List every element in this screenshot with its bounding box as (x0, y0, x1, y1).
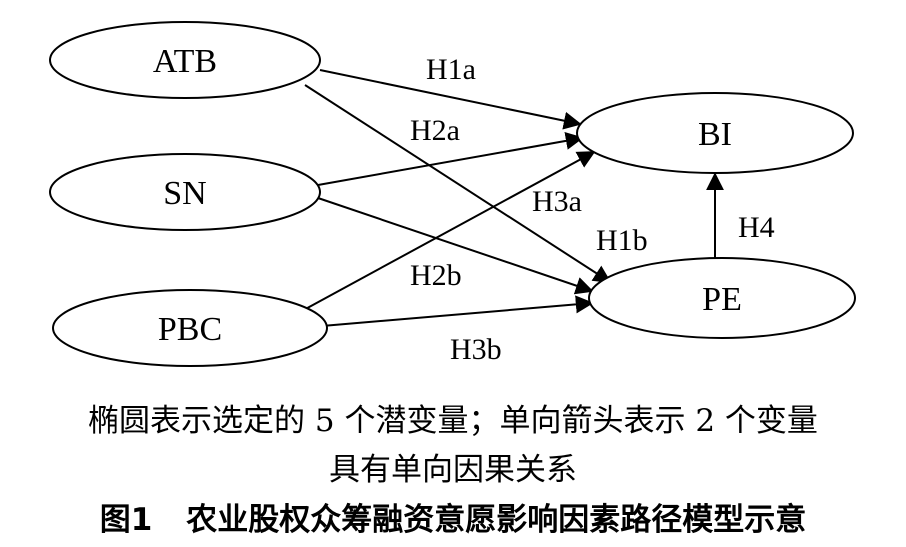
edges (299, 69, 724, 327)
edge-label-h2a: H2a (410, 114, 460, 147)
figure-number: 图1 (99, 502, 153, 538)
node-sn-shape (49, 153, 321, 231)
edge-label-h1b: H1b (596, 224, 648, 257)
edge-pbc-pe (321, 295, 594, 327)
caption-line-2: 具有单向因果关系 (329, 452, 577, 488)
node-sn: SN (49, 153, 321, 231)
node-pe: PE (588, 257, 856, 339)
figure-title-text: 农业股权众筹融资意愿影响因素路径模型示意 (186, 502, 807, 538)
caption-line-1: 椭圆表示选定的 5 个潜变量；单向箭头表示 2 个变量 (88, 403, 818, 439)
node-pbc-shape (52, 289, 328, 367)
edge-atb-bi (319, 69, 582, 130)
node-pe-shape (588, 257, 856, 339)
edge-labels: H1a H2a H3a H1b H4 H2b H3b (410, 53, 775, 366)
edge-label-h2b: H2b (410, 259, 462, 292)
node-atb: ATB (49, 21, 321, 99)
node-atb-label: ATB (153, 43, 217, 80)
path-model-diagram: ATB SN PBC BI PE H1a H2a H3a H1b H4 H2b … (49, 21, 856, 367)
edge-atb-pe (304, 84, 612, 283)
edge-label-h1a: H1a (426, 53, 476, 86)
node-pe-label: PE (702, 281, 742, 318)
edge-label-h3b: H3b (450, 333, 502, 366)
node-bi-label: BI (698, 116, 732, 153)
edge-pbc-bi (299, 151, 596, 313)
node-atb-shape (49, 21, 321, 99)
node-bi: BI (576, 92, 854, 174)
figure-title: 图1 农业股权众筹融资意愿影响因素路径模型示意 (0, 494, 906, 539)
node-pbc-label: PBC (158, 311, 222, 348)
edge-sn-bi (317, 131, 584, 186)
node-pbc: PBC (52, 289, 328, 367)
edge-sn-pe (317, 197, 594, 295)
edge-label-h3a: H3a (532, 185, 582, 218)
edge-label-h4: H4 (738, 211, 775, 244)
node-bi-shape (576, 92, 854, 174)
node-sn-label: SN (163, 175, 206, 212)
